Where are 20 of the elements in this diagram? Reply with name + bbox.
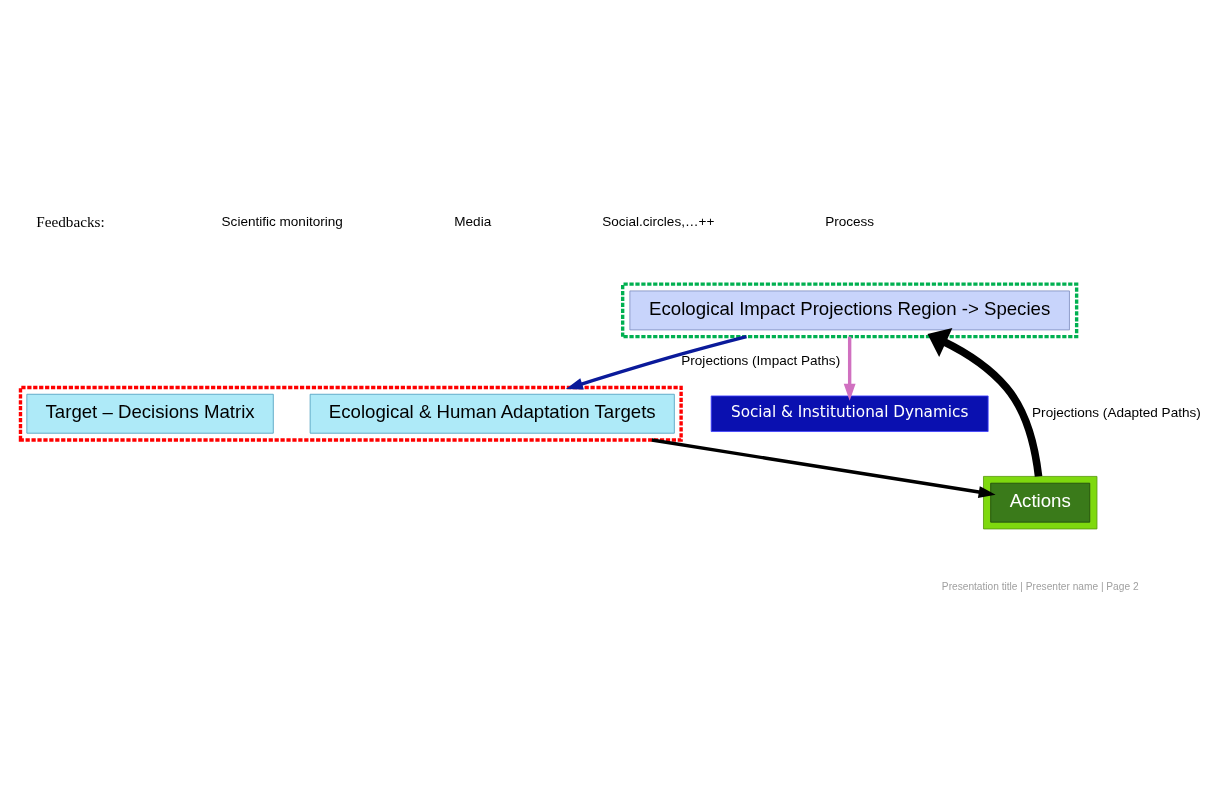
label: Presentation title | Presenter name | Page 2 (941, 580, 1139, 592)
node-box: Ecological & Human Adaptation Targets (309, 393, 675, 434)
edge-label: Projections (Adapted Paths) (1032, 404, 1201, 420)
arrow (843, 336, 856, 401)
node-box: Ecological Impact Projections Region -> Species (629, 290, 1070, 331)
legend-label: Media (454, 214, 492, 230)
legend-label: Social.circles,…++ (602, 214, 715, 230)
cluster (620, 282, 1079, 339)
legend-label: Scientific monitoring (221, 214, 343, 230)
cluster (983, 476, 1098, 530)
arrow (927, 328, 1043, 477)
label: Feedbacks: (36, 212, 105, 230)
node-box: Actions (990, 482, 1091, 523)
edge-label: Projections (Impact Paths) (681, 353, 841, 369)
arrow (565, 335, 747, 390)
node-box: Target – Decisions Matrix (26, 393, 274, 434)
legend-label: Process (825, 214, 875, 230)
node-box: Social & Institutional Dynamics (710, 395, 989, 432)
arrow (651, 438, 996, 498)
cluster (18, 385, 683, 442)
